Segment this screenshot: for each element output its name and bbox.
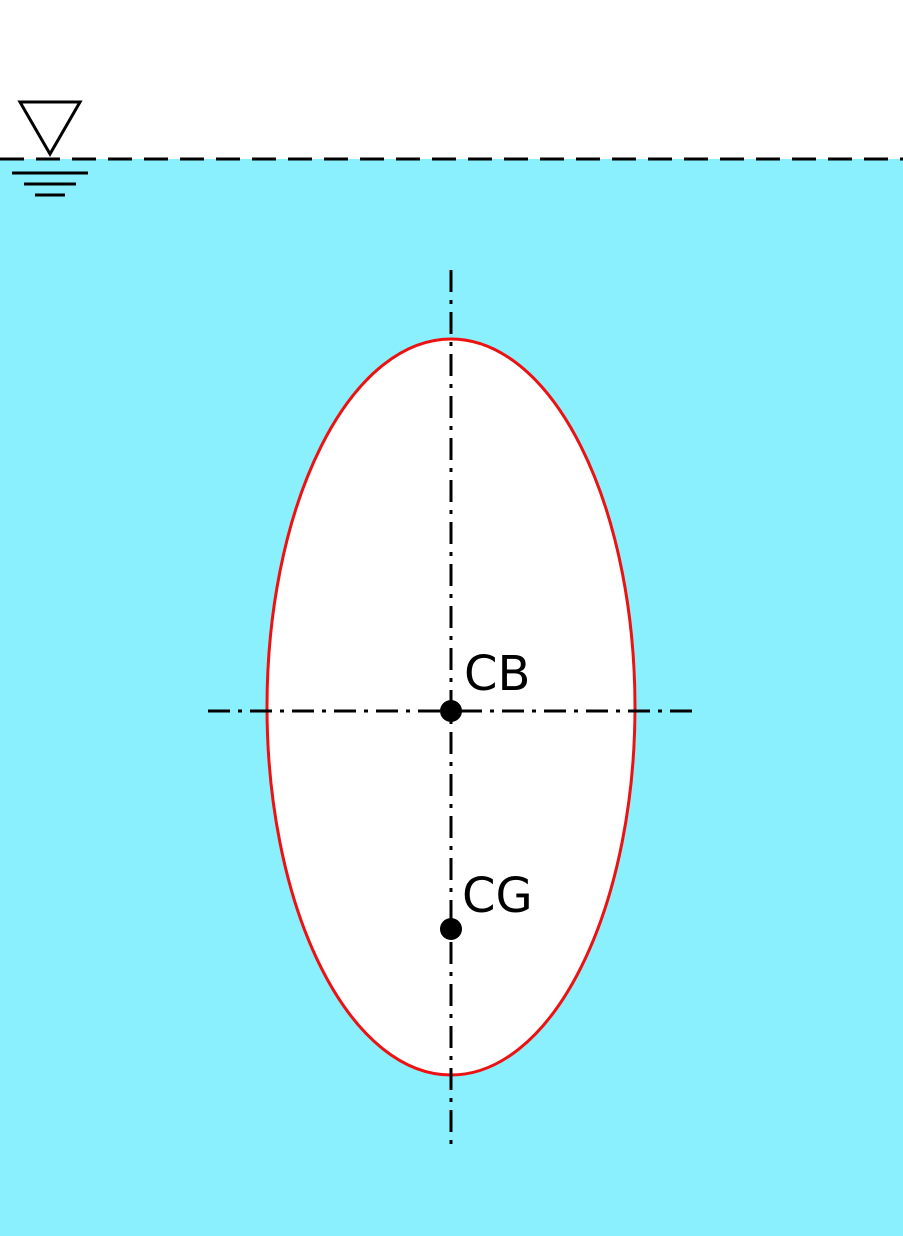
air-region — [0, 0, 903, 159]
center-of-gravity-label: CG — [462, 868, 533, 924]
center-of-gravity-point — [440, 918, 462, 940]
water-level-triangle-icon — [12, 100, 88, 197]
center-of-buoyancy-point — [440, 700, 462, 722]
center-of-buoyancy-label: CB — [464, 646, 530, 702]
